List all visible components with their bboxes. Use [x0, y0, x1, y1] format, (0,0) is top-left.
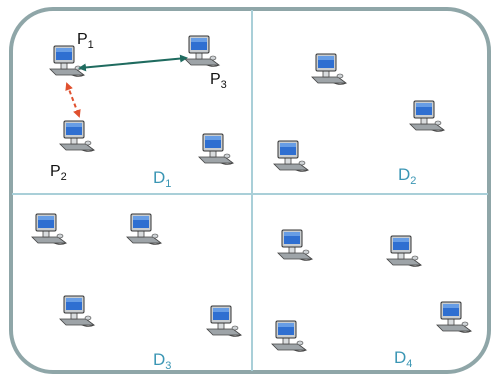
computer-icon [59, 120, 96, 152]
peer-label-p1: P1 [77, 31, 94, 51]
computer-icon [126, 213, 163, 245]
computer-icon [311, 53, 348, 85]
computer-icon [436, 301, 473, 333]
computers-layer [31, 35, 473, 352]
domain-label-d3: D3 [153, 350, 171, 372]
computer-icon [198, 133, 235, 165]
domain-label-d4: D4 [394, 348, 412, 370]
domain-label-d2: D2 [398, 165, 416, 187]
p1-p2-link-arrow [65, 82, 81, 118]
computer-icon [49, 45, 86, 77]
computer-icon [273, 140, 310, 172]
computer-icon [59, 295, 96, 327]
computer-icon [409, 100, 446, 132]
peer-label-p2: P2 [50, 163, 67, 183]
outer-frame [9, 7, 491, 374]
peer-label-p3: P3 [210, 71, 227, 91]
computer-icon [271, 320, 308, 352]
computer-icon [184, 35, 221, 67]
computer-icon [206, 305, 243, 337]
computer-icon [31, 213, 68, 245]
p1-p3-link-arrow [78, 54, 188, 72]
domain-label-d1: D1 [153, 168, 171, 190]
computer-icon [277, 229, 314, 261]
computer-icon [386, 235, 423, 267]
